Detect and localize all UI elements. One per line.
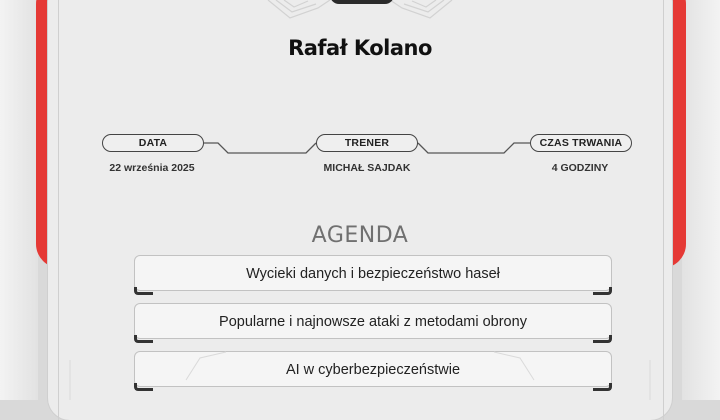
bottom-pattern-decoration [69, 351, 651, 400]
participant-name: Rafał Kolano [288, 36, 432, 60]
agenda-item-corner [134, 335, 153, 343]
agenda-item-corner [134, 383, 153, 391]
agenda-item: AI w cyberbezpieczeństwie [134, 351, 612, 387]
trainer-value: MICHAŁ SAJDAK [323, 162, 411, 174]
duration-value: 4 GODZINY [551, 162, 609, 174]
certificate-card [48, 0, 672, 420]
right-background [682, 0, 720, 400]
agenda-item-corner [134, 287, 153, 295]
left-background [0, 0, 38, 400]
duration-label: CZAS TRWANIA [530, 134, 632, 152]
date-label: DATA [102, 134, 204, 152]
top-emblem-decoration [267, 0, 453, 19]
date-value: 22 września 2025 [109, 162, 195, 174]
agenda-item-corner [593, 383, 612, 391]
agenda-item: Popularne i najnowsze ataki z metodami o… [134, 303, 612, 339]
trainer-label: TRENER [316, 134, 418, 152]
header-badge [330, 0, 394, 4]
info-connector-line [204, 142, 530, 154]
agenda-title: AGENDA [311, 223, 409, 248]
agenda-item-corner [593, 335, 612, 343]
agenda-item-corner [593, 287, 612, 295]
agenda-item: Wycieki danych i bezpieczeństwo haseł [134, 255, 612, 291]
